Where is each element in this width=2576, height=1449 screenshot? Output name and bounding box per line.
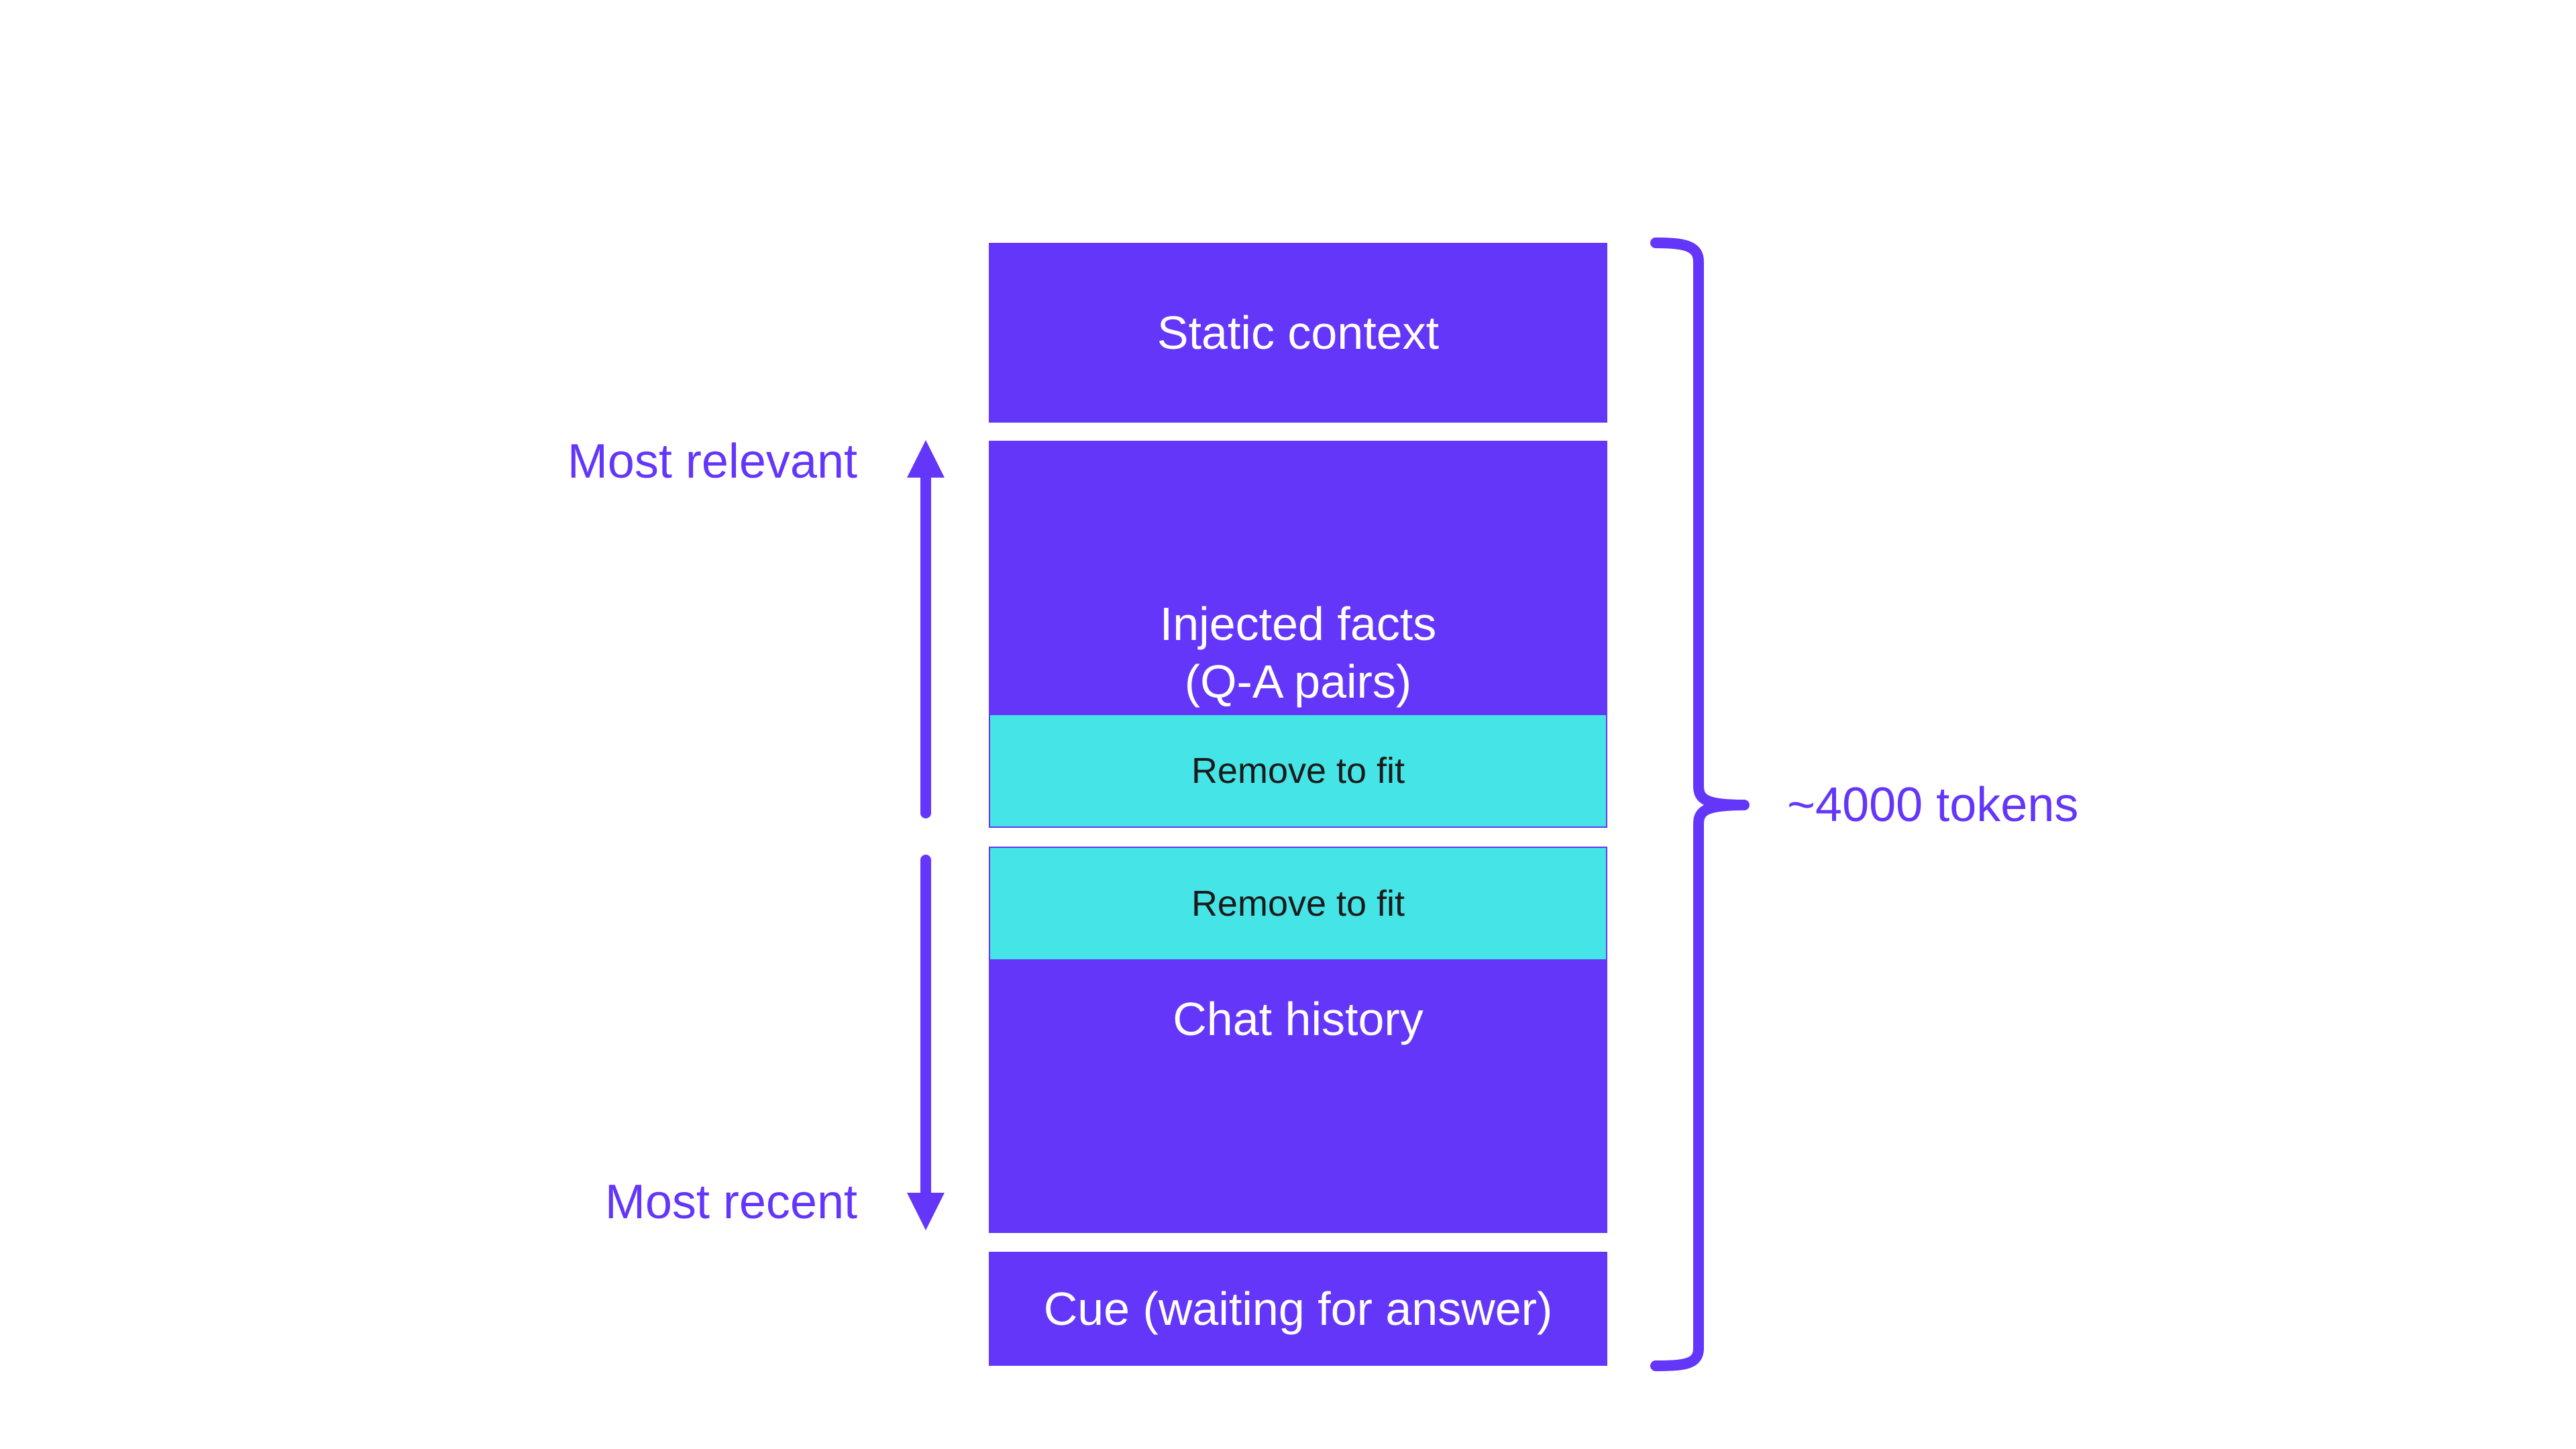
injected-facts-sublabel: (Q-A pairs) bbox=[1184, 655, 1412, 708]
arrow-up-head bbox=[907, 440, 945, 478]
injected-facts-block: Injected facts (Q-A pairs) bbox=[989, 441, 1607, 716]
remove-to-fit-label-bottom: Remove to fit bbox=[1191, 883, 1405, 924]
static-context-block: Static context bbox=[989, 243, 1607, 423]
chat-history-block: Chat history bbox=[989, 959, 1607, 1233]
cue-label: Cue (waiting for answer) bbox=[1043, 1283, 1553, 1335]
arrow-down-head bbox=[907, 1193, 945, 1230]
most-relevant-label: Most relevant bbox=[567, 435, 857, 488]
cue-block: Cue (waiting for answer) bbox=[989, 1252, 1607, 1366]
token-count-label: ~4000 tokens bbox=[1787, 778, 2079, 832]
curly-brace-icon bbox=[1650, 237, 1750, 1371]
arrow-up-icon bbox=[907, 440, 945, 818]
remove-to-fit-block-bottom: Remove to fit bbox=[989, 847, 1607, 961]
most-recent-label: Most recent bbox=[604, 1175, 857, 1229]
remove-to-fit-block-top: Remove to fit bbox=[989, 714, 1607, 828]
injected-facts-label: Injected facts bbox=[1159, 598, 1437, 650]
static-context-label: Static context bbox=[1157, 307, 1440, 359]
injected-facts-text: Injected facts (Q-A pairs) bbox=[1160, 595, 1436, 710]
remove-to-fit-label-top: Remove to fit bbox=[1191, 751, 1405, 791]
arrow-down-icon bbox=[907, 855, 945, 1230]
chat-history-label: Chat history bbox=[1173, 993, 1424, 1045]
